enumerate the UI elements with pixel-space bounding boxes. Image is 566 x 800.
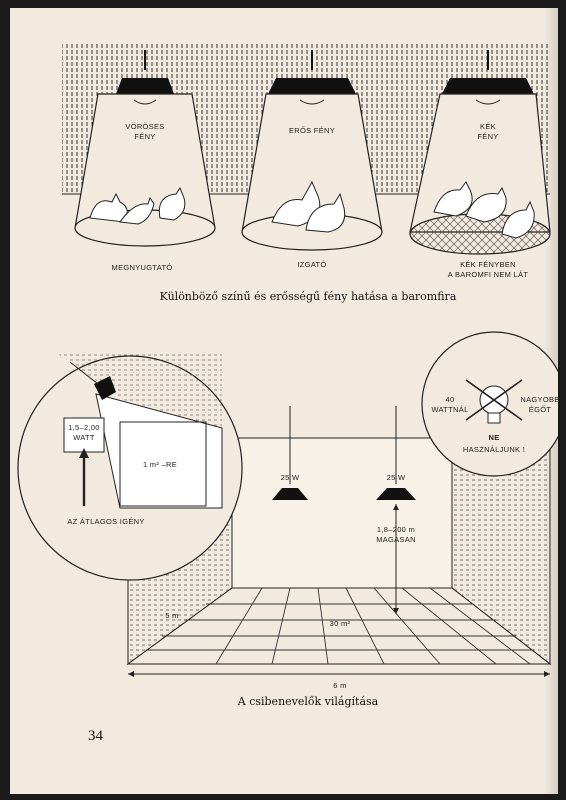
lamp-label-strong: ERŐS FÉNY xyxy=(289,126,335,135)
page-number: 34 xyxy=(88,728,104,744)
width-label: 6 m xyxy=(333,681,346,690)
no-bulb-use-label: HASZNÁLJUNK ! xyxy=(463,445,525,454)
bulb-right-label: 25 W xyxy=(387,473,406,482)
top-figure xyxy=(62,44,551,255)
bottom-figure-caption: A csibenevelők világítása xyxy=(237,695,379,708)
bottom-figure xyxy=(17,331,558,677)
lamp-red xyxy=(74,50,216,247)
floor-area-label: 30 m² xyxy=(330,619,351,628)
no-bulb-ne-label: NE xyxy=(488,433,499,442)
depth-label: 5 m xyxy=(165,611,178,620)
bulb-left-label: 25 W xyxy=(281,473,300,482)
top-figure-caption: Különböző színű és erősségű fény hatása … xyxy=(160,290,457,303)
average-need-label: AZ ÁTLAGOS IGÉNY xyxy=(67,517,144,526)
area-label: 1 m² –RE xyxy=(143,460,177,469)
effect-label-calming: MEGNYUGTATÓ xyxy=(112,263,173,272)
effect-label-exciting: IZGATÓ xyxy=(297,260,326,269)
lamp-blue xyxy=(409,50,551,255)
lamp-strong xyxy=(241,50,383,251)
